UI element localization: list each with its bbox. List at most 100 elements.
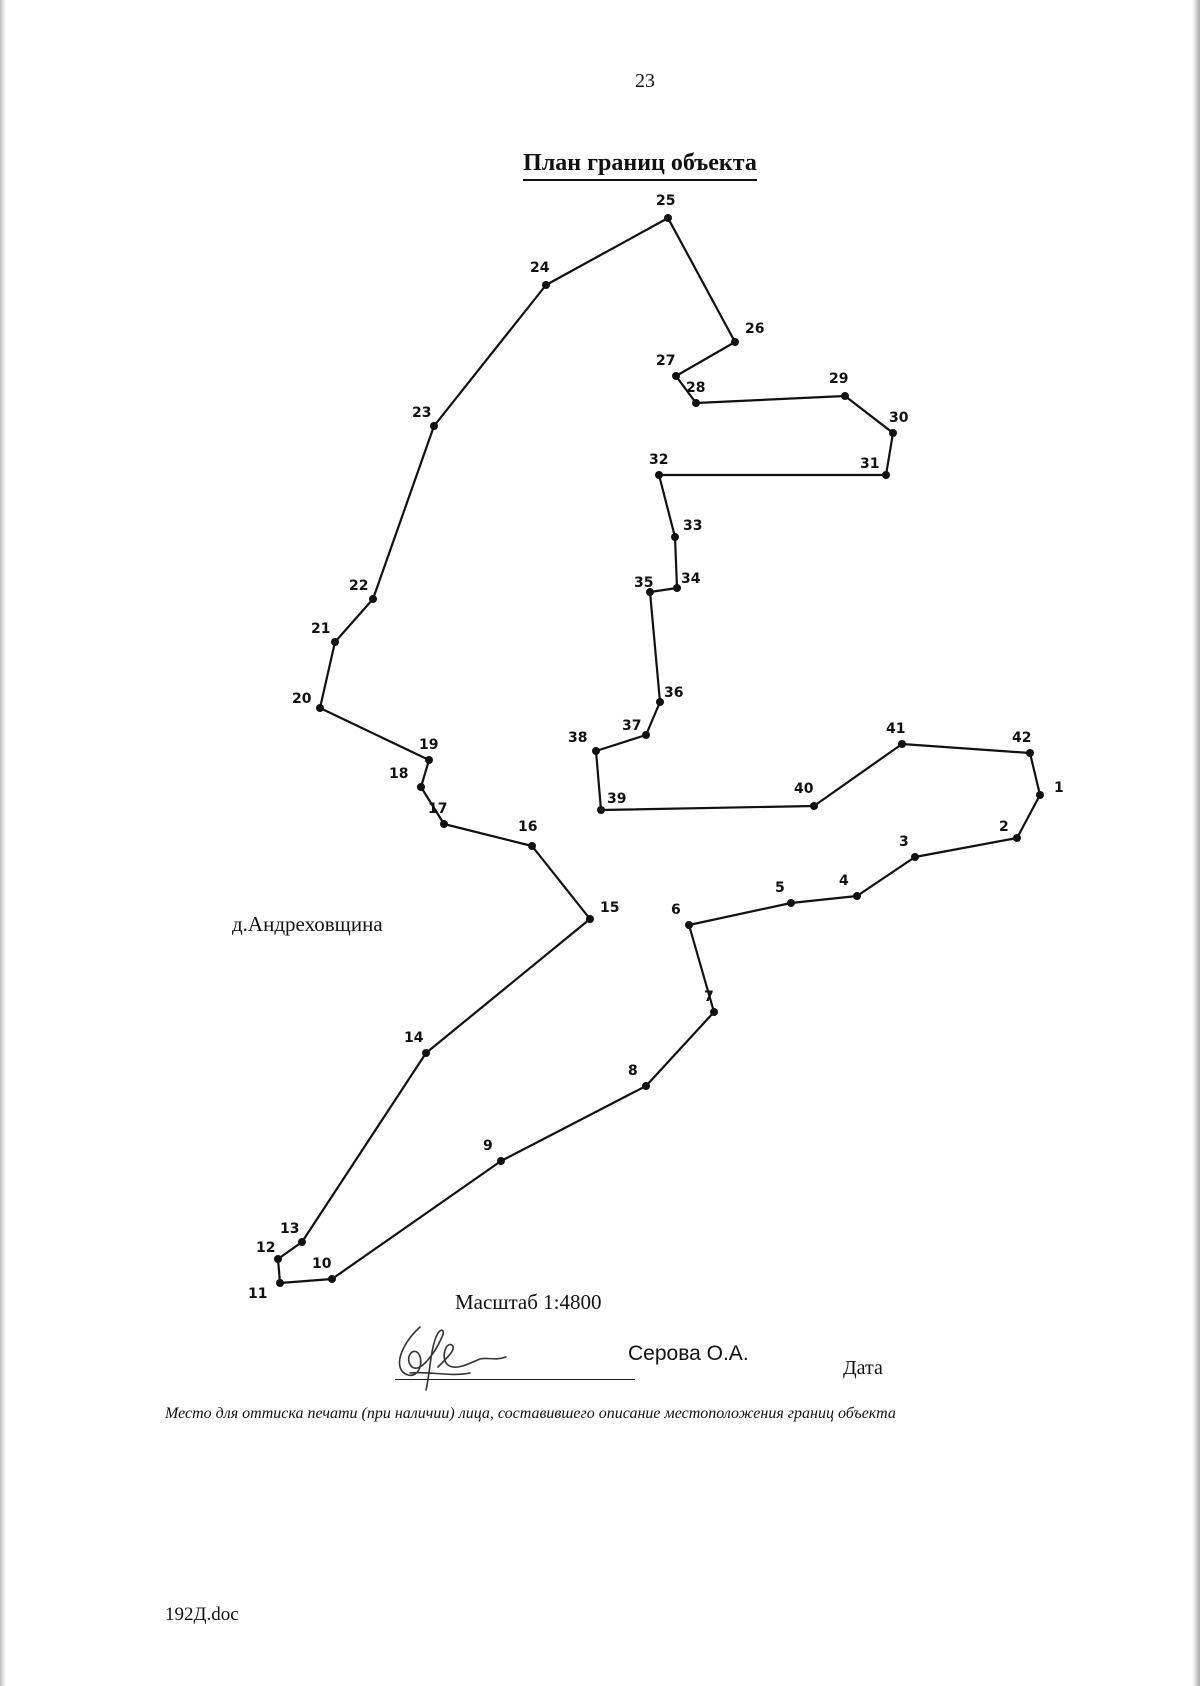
boundary-point-34 <box>673 584 681 592</box>
point-label-25: 25 <box>656 193 675 209</box>
signer-name: Серова О.А. <box>628 1342 749 1365</box>
boundary-point-38 <box>592 747 600 755</box>
boundary-point-26 <box>731 338 739 346</box>
boundary-point-1 <box>1036 791 1044 799</box>
point-label-24: 24 <box>530 260 550 276</box>
boundary-point-6 <box>685 921 693 929</box>
boundary-point-3 <box>911 853 919 861</box>
boundary-point-29 <box>841 392 849 400</box>
point-label-11: 11 <box>248 1286 267 1302</box>
boundary-point-23 <box>430 422 438 430</box>
point-label-41: 41 <box>886 721 905 737</box>
boundary-point-7 <box>710 1008 718 1016</box>
scan-edge-left <box>0 0 6 1686</box>
boundary-point-24 <box>542 281 550 289</box>
boundary-point-19 <box>425 756 433 764</box>
point-label-29: 29 <box>829 371 848 387</box>
boundary-point-labels: 1234567891011121314151617181920212223242… <box>248 193 1064 1302</box>
point-label-27: 27 <box>656 353 675 369</box>
point-label-31: 31 <box>860 456 879 472</box>
boundary-point-20 <box>316 704 324 712</box>
boundary-point-18 <box>417 783 425 791</box>
village-label: д.Андреховщина <box>232 912 383 936</box>
boundary-point-16 <box>528 842 536 850</box>
point-label-3: 3 <box>899 834 909 850</box>
boundary-point-36 <box>656 698 664 706</box>
point-label-32: 32 <box>649 452 668 468</box>
point-label-8: 8 <box>628 1063 638 1079</box>
point-label-23: 23 <box>412 405 431 421</box>
point-label-15: 15 <box>600 900 619 916</box>
point-label-30: 30 <box>889 410 909 426</box>
boundary-point-39 <box>597 806 605 814</box>
boundary-point-13 <box>298 1238 306 1246</box>
scan-edge-right <box>1192 0 1200 1686</box>
point-label-36: 36 <box>664 685 683 701</box>
point-label-5: 5 <box>775 880 785 896</box>
boundary-point-15 <box>586 915 594 923</box>
point-label-9: 9 <box>483 1138 493 1154</box>
point-label-34: 34 <box>681 571 701 587</box>
point-label-38: 38 <box>568 730 587 746</box>
point-label-1: 1 <box>1054 780 1064 796</box>
point-label-10: 10 <box>312 1256 332 1272</box>
point-label-35: 35 <box>634 575 653 591</box>
point-label-26: 26 <box>745 321 764 337</box>
point-label-2: 2 <box>999 819 1009 835</box>
point-label-12: 12 <box>256 1240 275 1256</box>
boundary-point-2 <box>1013 834 1021 842</box>
boundary-points <box>274 214 1044 1287</box>
boundary-point-8 <box>642 1082 650 1090</box>
boundary-point-35 <box>646 588 654 596</box>
point-label-13: 13 <box>280 1221 299 1237</box>
point-label-28: 28 <box>686 380 705 396</box>
boundary-point-40 <box>810 802 818 810</box>
plan-title-wrapper: План границ объекта <box>0 150 1200 181</box>
boundary-point-30 <box>889 429 897 437</box>
boundary-point-12 <box>274 1255 282 1263</box>
boundary-point-4 <box>853 892 861 900</box>
stamp-note: Место для оттиска печати (при наличии) л… <box>165 1405 896 1422</box>
page-number: 23 <box>635 70 655 92</box>
boundary-point-17 <box>440 820 448 828</box>
point-label-22: 22 <box>349 578 368 594</box>
point-label-19: 19 <box>419 737 438 753</box>
point-label-37: 37 <box>622 718 641 734</box>
boundary-point-11 <box>276 1279 284 1287</box>
boundary-point-25 <box>664 214 672 222</box>
plan-title: План границ объекта <box>523 150 757 181</box>
boundary-point-27 <box>672 372 680 380</box>
handwritten-signature <box>390 1315 550 1400</box>
point-label-7: 7 <box>704 989 714 1005</box>
boundary-point-37 <box>642 731 650 739</box>
point-label-33: 33 <box>683 518 702 534</box>
boundary-point-42 <box>1026 749 1034 757</box>
file-name: 192Д.doc <box>165 1604 239 1625</box>
boundary-point-31 <box>882 471 890 479</box>
boundary-point-32 <box>655 471 663 479</box>
point-label-40: 40 <box>794 781 814 797</box>
boundary-point-33 <box>671 533 679 541</box>
point-label-17: 17 <box>428 801 447 817</box>
signature-line <box>395 1379 635 1380</box>
boundary-outline <box>276 216 1042 1285</box>
boundary-point-22 <box>369 595 377 603</box>
point-label-21: 21 <box>311 621 330 637</box>
boundary-point-9 <box>497 1157 505 1165</box>
point-label-6: 6 <box>671 902 681 918</box>
boundary-point-21 <box>331 638 339 646</box>
boundary-point-28 <box>692 399 700 407</box>
point-label-14: 14 <box>404 1030 424 1046</box>
point-label-39: 39 <box>607 791 626 807</box>
point-label-4: 4 <box>839 873 849 889</box>
boundary-point-10 <box>328 1275 336 1283</box>
scale-label: Масштаб 1:4800 <box>455 1290 602 1314</box>
point-label-18: 18 <box>389 766 408 782</box>
boundary-point-14 <box>422 1049 430 1057</box>
date-label: Дата <box>843 1357 883 1379</box>
boundary-point-41 <box>898 740 906 748</box>
boundary-point-5 <box>787 899 795 907</box>
point-label-16: 16 <box>518 819 537 835</box>
point-label-20: 20 <box>292 691 312 707</box>
